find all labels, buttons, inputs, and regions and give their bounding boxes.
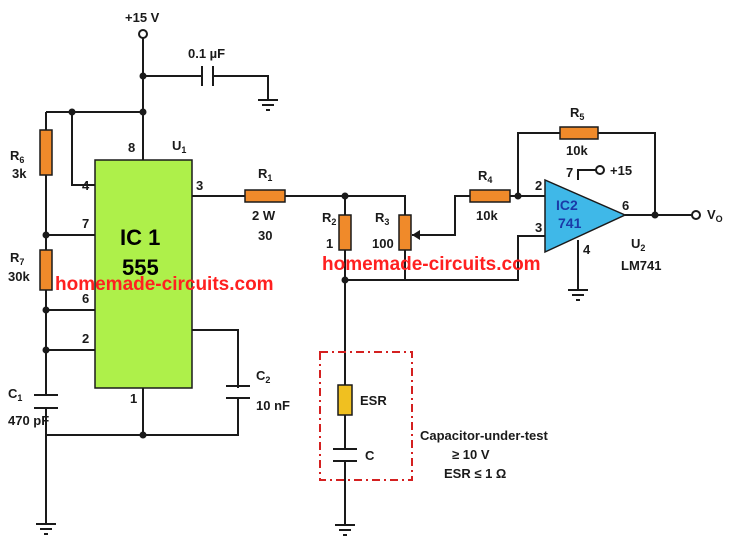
opamp-supply-label: +15: [610, 163, 632, 178]
r3-label: R3: [375, 210, 389, 227]
r2-value: 1: [326, 236, 333, 251]
dut-dashed-box: [319, 351, 413, 481]
r1-value-power: 2 W: [252, 208, 276, 223]
esr-resistor: [337, 384, 353, 416]
dut-note-title: Capacitor-under-test: [420, 428, 549, 443]
r4-value: 10k: [476, 208, 498, 223]
dut-note-esr: ESR ≤ 1 Ω: [444, 466, 506, 481]
ic2-pin-2: 2: [535, 178, 542, 193]
r1-value-ohms: 30: [258, 228, 272, 243]
ic2-ref: U2: [631, 236, 645, 253]
ic1-pin-2: 2: [82, 331, 89, 346]
watermark-left: homemade-circuits.com: [55, 274, 274, 295]
r7-value: 30k: [8, 269, 30, 284]
ic1-pin-8: 8: [128, 140, 135, 155]
resistor-r4: [469, 189, 511, 203]
ic1-ref: U1: [172, 138, 186, 155]
ic2-pin-7: 7: [566, 165, 573, 180]
bypass-capacitor: [201, 66, 214, 86]
r7-label: R7: [10, 250, 24, 267]
opamp-supply-terminal: [595, 165, 605, 175]
ic2-part-label: LM741: [621, 258, 661, 273]
resistor-r5: [559, 126, 599, 140]
c2-value: 10 nF: [256, 398, 290, 413]
resistor-r3: [398, 214, 412, 251]
resistor-r1: [244, 189, 286, 203]
output-label: VO: [707, 207, 723, 224]
c1-value: 470 pF: [8, 413, 49, 428]
esr-label: ESR: [360, 393, 387, 408]
r1-label: R1: [258, 166, 272, 183]
vcc-label: +15 V: [125, 10, 160, 25]
c2-label: C2: [256, 368, 270, 385]
ic2-opamp-body: [544, 178, 627, 254]
capacitor-under-test: [333, 448, 357, 462]
wires: [45, 38, 692, 525]
ground-icon: [258, 99, 278, 111]
ic2-pin-3: 3: [535, 220, 542, 235]
ic2-title: IC2: [556, 197, 578, 213]
output-terminal: [691, 210, 701, 220]
ic1-555-body: [94, 159, 193, 389]
resistor-r7: [39, 249, 53, 291]
ic1-pin-7: 7: [82, 216, 89, 231]
ic2-pin-6: 6: [622, 198, 629, 213]
capacitor-c1: [34, 394, 58, 409]
watermark-center: homemade-circuits.com: [322, 254, 541, 275]
ic1-pin-1: 1: [130, 391, 137, 406]
r5-label: R5: [570, 105, 584, 122]
wiper-arrow-icon: [412, 230, 420, 240]
ground-icon: [335, 524, 355, 536]
r6-value: 3k: [12, 166, 27, 181]
r6-label: R6: [10, 148, 24, 165]
ic1-pin-3: 3: [196, 178, 203, 193]
vcc-terminal: [138, 29, 148, 39]
ic1-title: IC 1: [120, 225, 160, 250]
junction-dots: [42, 72, 659, 439]
c1-label: C1: [8, 386, 22, 403]
r5-value: 10k: [566, 143, 588, 158]
ic2-pin-4: 4: [583, 242, 591, 257]
ground-icon: [568, 289, 588, 301]
resistor-r2: [338, 214, 352, 251]
capacitor-c2: [226, 385, 250, 399]
ic2-part-number: 741: [558, 215, 582, 231]
ic1-pin-6: 6: [82, 291, 89, 306]
dut-cap-label: C: [365, 448, 375, 463]
ic1-pin-4: 4: [82, 178, 90, 193]
r3-value: 100: [372, 236, 394, 251]
r2-label: R2: [322, 210, 336, 227]
bypass-cap-value: 0.1 µF: [188, 46, 225, 61]
ic1-part-number: 555: [122, 255, 159, 280]
ground-icon: [36, 523, 56, 535]
dut-note-voltage: ≥ 10 V: [452, 447, 490, 462]
resistor-r6: [39, 129, 53, 176]
r4-label: R4: [478, 168, 492, 185]
